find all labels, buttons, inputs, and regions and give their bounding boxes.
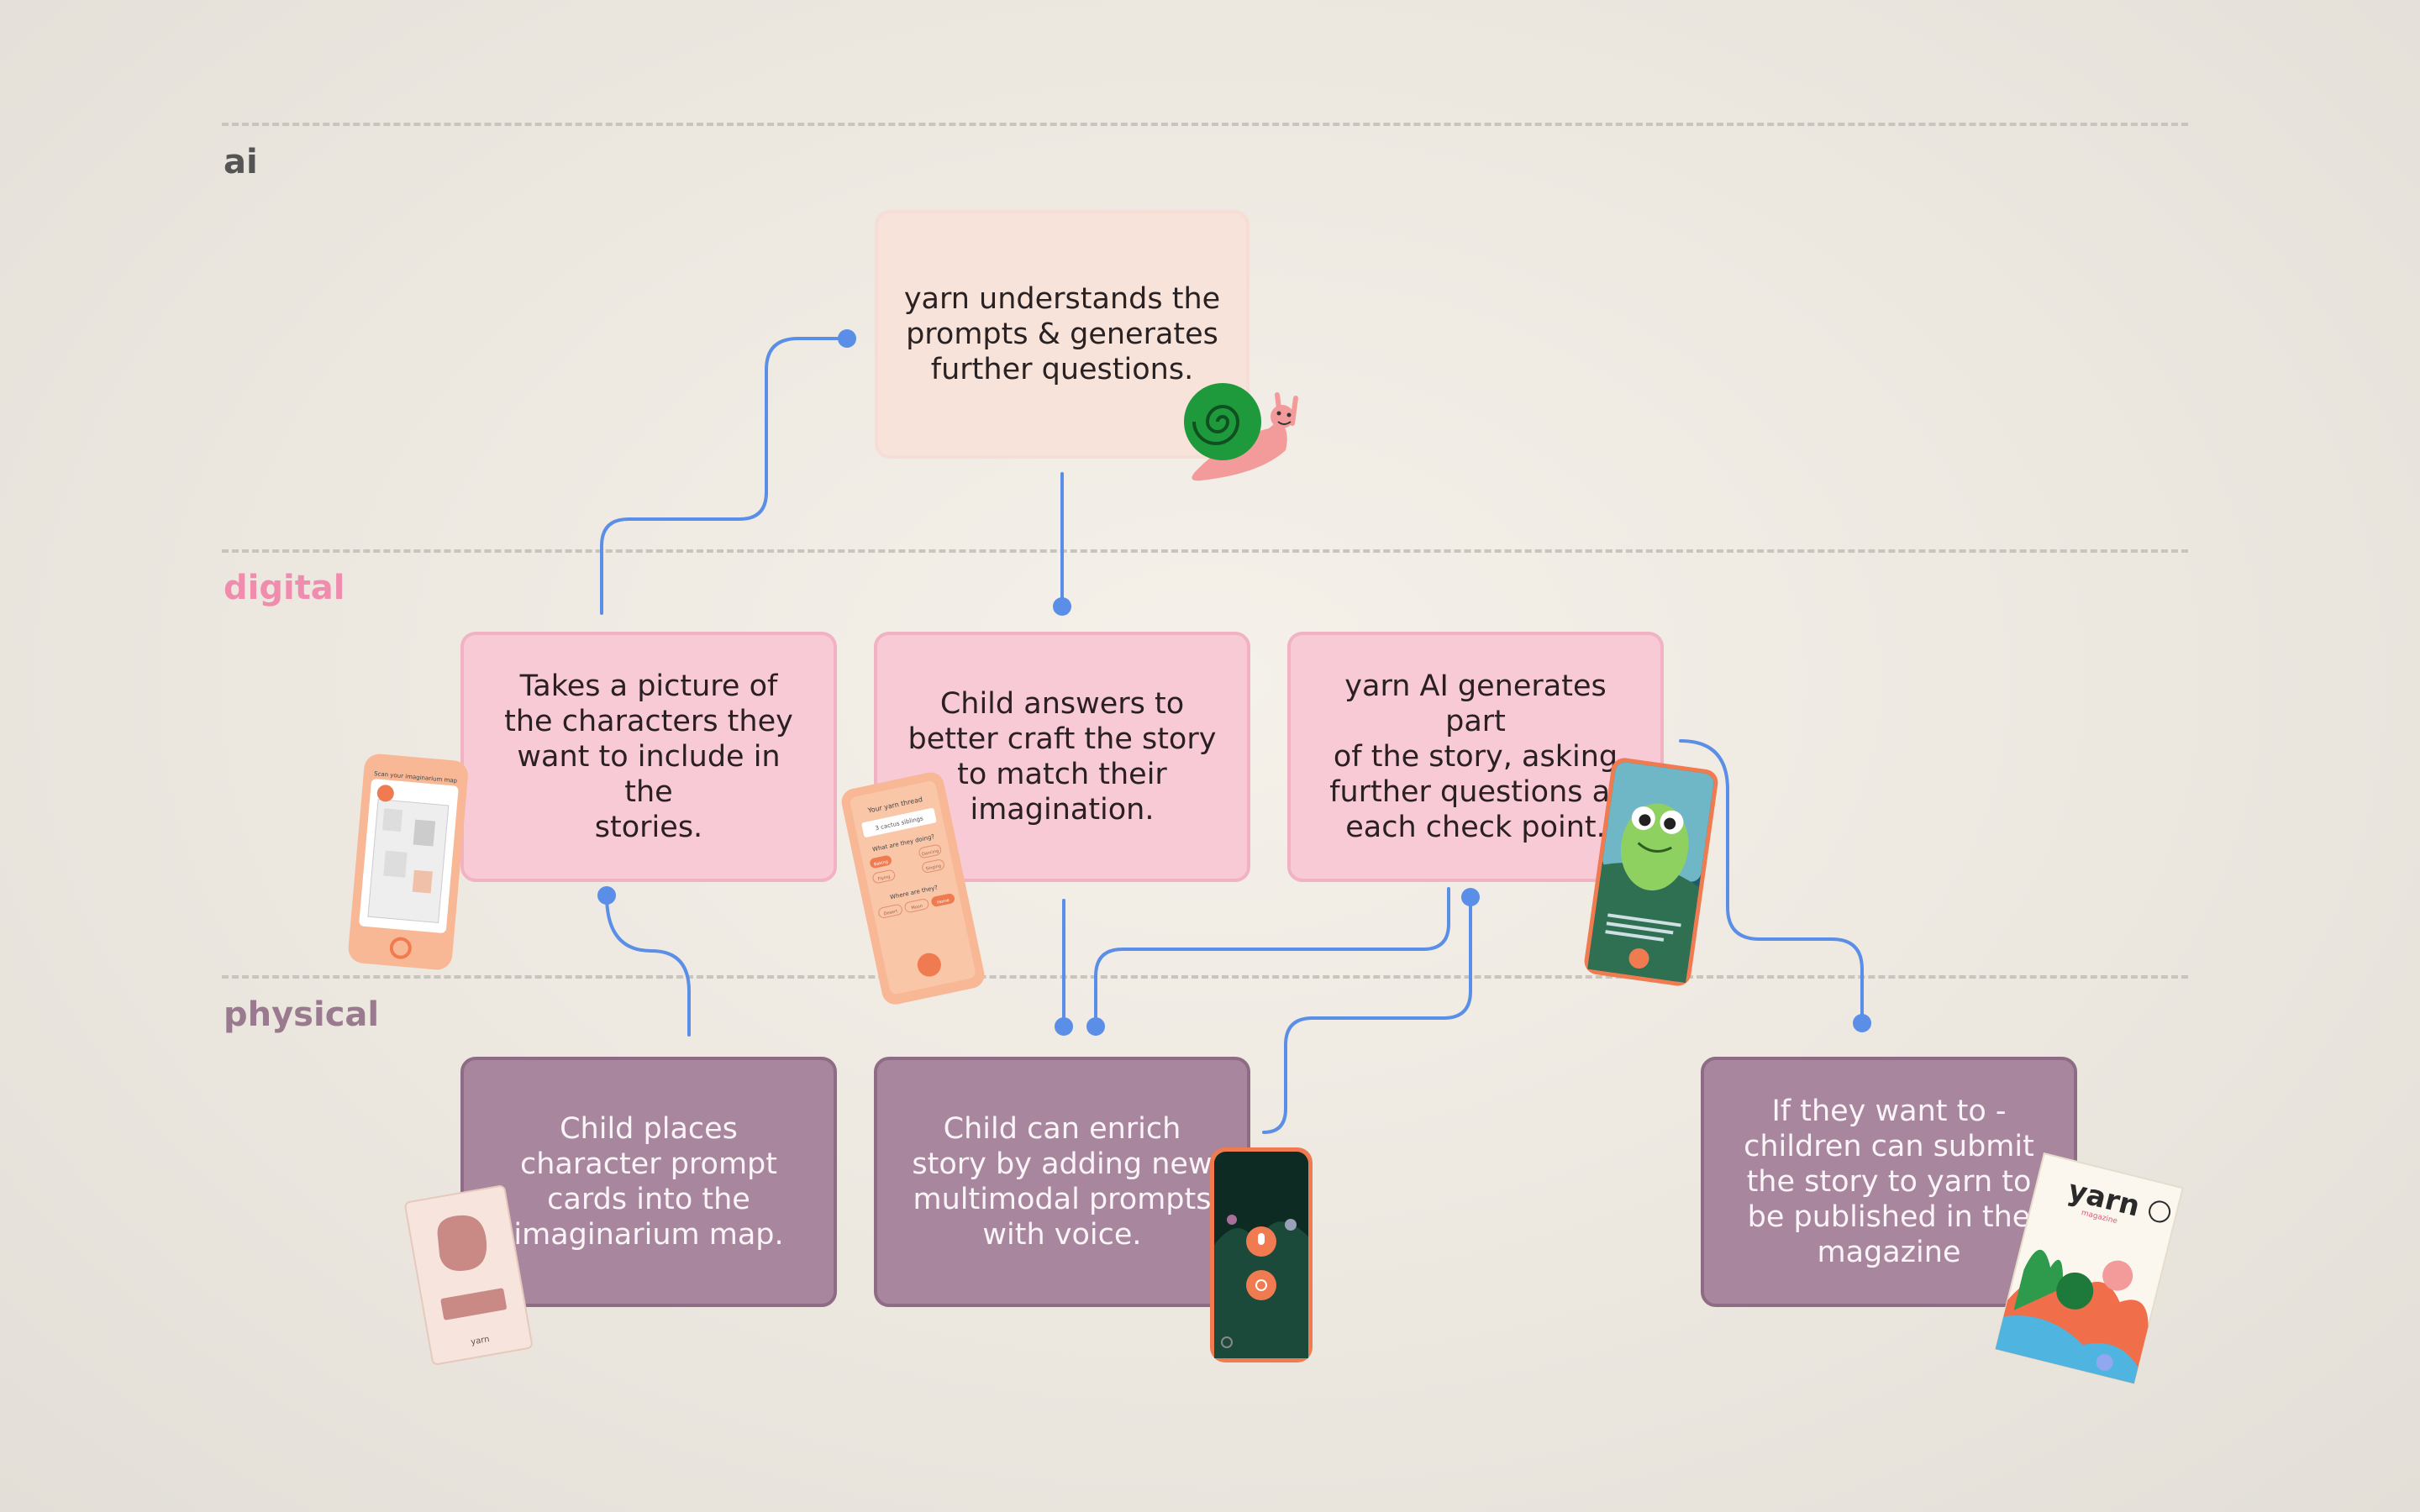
node-take-picture: Takes a picture of the characters they w…	[460, 632, 837, 882]
node-place-cards: Child places character prompt cards into…	[460, 1057, 837, 1307]
node-ai-generates-story: yarn AI generates part of the story, ask…	[1287, 632, 1664, 882]
character-prompt-card: yarn	[404, 1185, 533, 1366]
node-ai-understands: yarn understands the prompts & generates…	[875, 210, 1249, 459]
lane-label-ai: ai	[224, 143, 258, 181]
phone-prompt-chip-5: Desert	[883, 909, 898, 916]
connector-dot	[1853, 1014, 1871, 1032]
connector-place-to-picture	[605, 894, 691, 1037]
lane-label-digital: digital	[224, 569, 345, 607]
phone-voice-mockup	[1210, 1147, 1313, 1362]
connector-dot	[838, 329, 856, 348]
lane-divider-digital-physical	[222, 975, 2188, 979]
phone-prompt-chip-2: Dancing	[922, 848, 939, 857]
node-submit-magazine: If they want to - children can submit th…	[1701, 1057, 2077, 1307]
phone-story-mockup	[1584, 758, 1718, 986]
phone-prompt-chip-3: Flying	[877, 874, 891, 882]
connector-dot	[1055, 1017, 1073, 1036]
connector-dot	[1086, 1017, 1105, 1036]
connector-story-to-enrich	[1094, 887, 1450, 1028]
phone-prompt-chip-4: Singing	[925, 864, 941, 872]
node-enrich-story: Child can enrich story by adding new mul…	[874, 1057, 1250, 1307]
phone-scan-mockup: Scan your imaginarium map	[348, 753, 468, 970]
card-brand: yarn	[471, 1335, 491, 1347]
lane-divider-ai-digital	[222, 549, 2188, 553]
snail-mascot-icon	[1184, 383, 1298, 481]
phone-prompt-chip-6: Moon	[911, 904, 923, 911]
lane-divider-top	[222, 123, 2188, 126]
connector-dot	[1053, 597, 1071, 616]
connector-dot	[1461, 888, 1480, 906]
connector-picture-to-ai	[600, 337, 849, 615]
connector-dot	[597, 886, 616, 905]
lane-label-physical: physical	[224, 995, 380, 1034]
yarn-magazine-cover: yarn magazine	[1994, 1152, 2184, 1385]
connector-story-to-submit	[1679, 739, 1864, 1025]
node-child-answers: Child answers to better craft the story …	[874, 632, 1250, 882]
phone-prompt-mockup: Your yarn thread 3 cactus siblings What …	[841, 772, 985, 1005]
connector-enrich-to-story	[1262, 895, 1472, 1134]
phone-prompt-chip-7: Home	[937, 898, 950, 906]
phone-prompt-chip-1: Baking	[874, 859, 889, 867]
